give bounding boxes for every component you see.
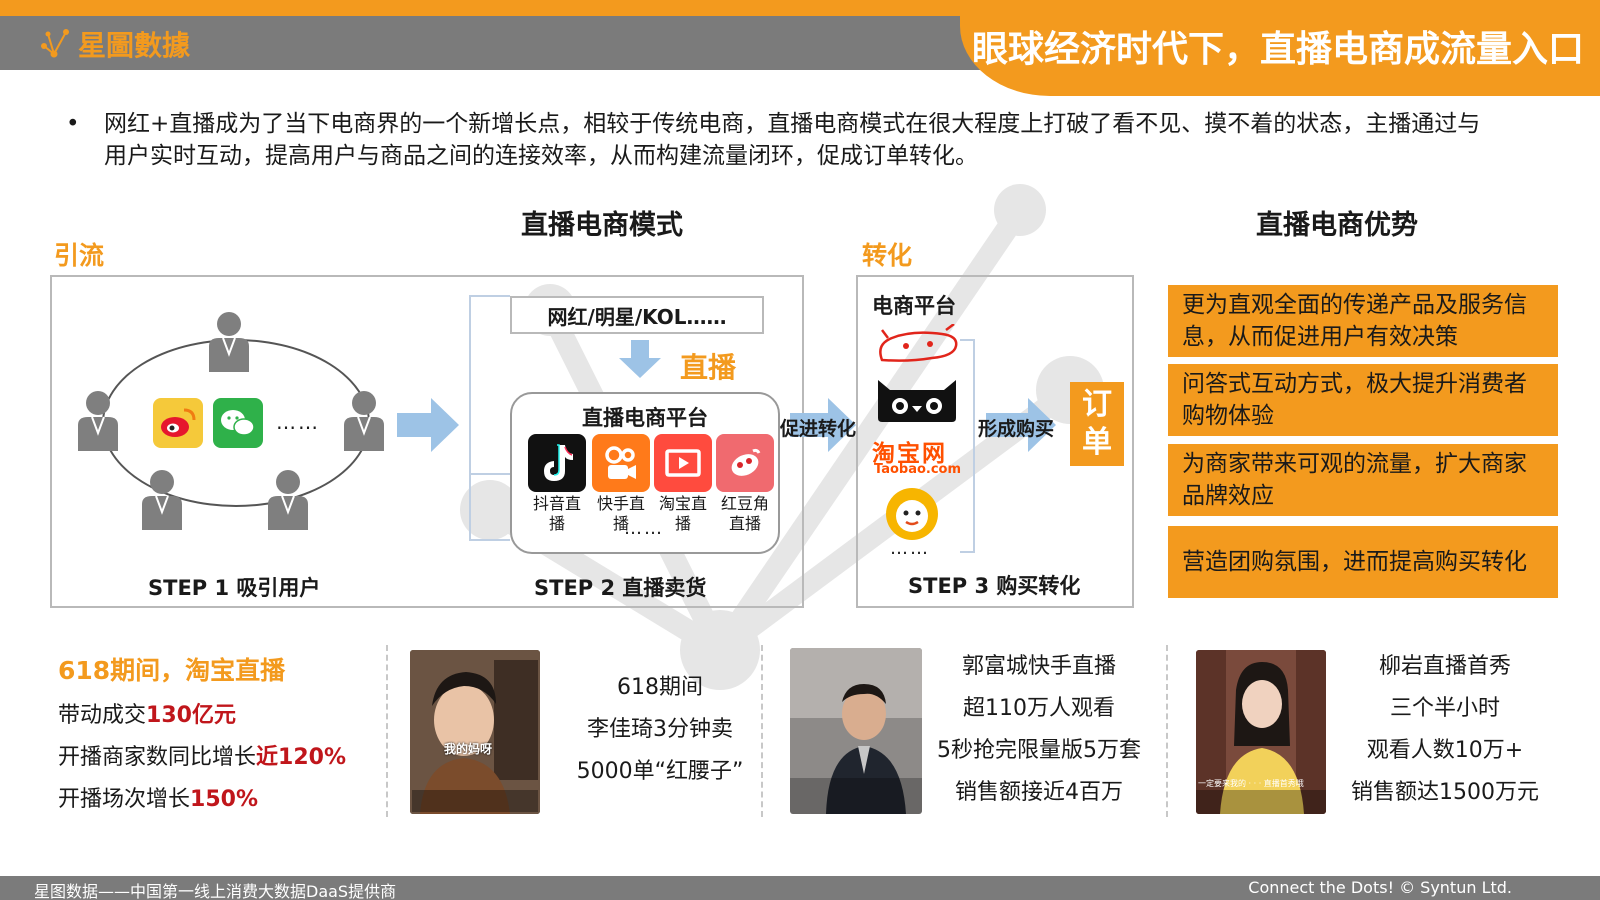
user-icon — [78, 391, 118, 451]
stat-highlight: 近120% — [256, 745, 346, 770]
stat-line: 开播场次增长150% — [58, 781, 258, 813]
footer-left-text: 星图数据——中国第一线上消费大数据DaaS提供商 — [34, 882, 397, 900]
model-box-right — [856, 275, 1134, 608]
douyin-icon — [528, 434, 586, 492]
user-icon — [344, 391, 384, 451]
stats-title: 618期间，淘宝直播 — [58, 656, 286, 685]
model-box-left — [50, 275, 804, 608]
platform-more-dots: …… — [624, 518, 664, 539]
kuaishou-icon — [592, 434, 650, 492]
divider — [1166, 645, 1168, 817]
stat-text: 开播商家数同比增长 — [58, 745, 257, 770]
case-photo-li-jiaqi: 我的妈呀 — [410, 650, 540, 814]
order-char: 订 — [1082, 387, 1112, 422]
user-icon — [209, 312, 249, 372]
stat-text: 开播场次增长 — [58, 787, 191, 812]
logo: 星圖數據 — [36, 24, 190, 64]
live-label: 直播 — [680, 351, 737, 384]
arrow-right-icon — [397, 398, 459, 452]
stat-line: 开播商家数同比增长近120% — [58, 739, 346, 771]
more-dots: …… — [276, 410, 320, 434]
footer: 星图数据——中国第一线上消费大数据DaaS提供商 Connect the Dot… — [0, 876, 1600, 900]
order-badge: 订 单 — [1070, 382, 1124, 466]
bracket-right — [960, 339, 975, 553]
case-line: 5000单“红腰子” — [576, 759, 744, 784]
case-line: 618期间 — [617, 675, 703, 700]
advantage-item: 为商家带来可观的流量，扩大商家品牌效应 — [1168, 444, 1558, 516]
case-photo-liu-yan: 一定要来我的 · · · 直播首秀哦 — [1196, 650, 1326, 814]
logo-text: 星圖數據 — [78, 29, 191, 62]
case-photo-guo-fucheng — [790, 648, 922, 814]
user-icon — [268, 470, 308, 530]
case-line: 李佳琦3分钟卖 — [587, 717, 733, 742]
promote-label: 促进转化 — [780, 418, 857, 440]
platform-title: 直播电商平台 — [582, 406, 708, 430]
case-line: 5秒抢完限量版5万套 — [937, 738, 1141, 763]
case-text: 柳岩直播首秀 三个半小时 观看人数10万+ 销售额达1500万元 — [1336, 646, 1554, 814]
case-line: 郭富城快手直播 — [961, 654, 1116, 679]
advantages-title: 直播电商优势 — [1256, 210, 1418, 241]
form-purchase-label: 形成购买 — [978, 418, 1055, 440]
taobao-logo-en: Taobao.com — [874, 462, 962, 477]
platform-name: 红豆角直播 — [720, 494, 769, 533]
hongdoujiao-icon — [716, 434, 774, 492]
constellation-icon — [41, 29, 69, 58]
photo-caption: 我的妈呀 — [444, 742, 493, 756]
arrow-right-icon — [986, 398, 1056, 452]
step2-label: STEP 2 直播卖货 — [534, 576, 707, 600]
intro-paragraph: • 网红+直播成为了当下电商界的一个新增长点，相较于传统电商，直播电商模式在很大… — [66, 108, 1496, 172]
case-line: 销售额接近4百万 — [955, 780, 1123, 805]
advantage-item: 问答式互动方式，极大提升消费者购物体验 — [1168, 364, 1558, 436]
case-line: 观看人数10万+ — [1366, 738, 1524, 763]
step1-label: STEP 1 吸引用户 — [148, 576, 321, 600]
wechat-icon — [213, 398, 263, 448]
advantage-item: 更为直观全面的传递产品及服务信息，从而促进用户有效决策 — [1168, 285, 1558, 357]
jd-icon — [879, 324, 958, 362]
footer-right-text: Connect the Dots! © Syntun Ltd. — [1248, 878, 1512, 897]
livestream-host-image — [790, 648, 922, 814]
page-title: 眼球经济时代下，直播电商成流量入口 — [971, 29, 1584, 70]
divider — [761, 645, 763, 817]
photo-caption: 一定要来我的 · · · 直播首秀哦 — [1198, 779, 1304, 788]
stat-highlight: 150% — [190, 787, 258, 812]
stat-highlight: 130亿元 — [146, 703, 236, 728]
label-conversion: 转化 — [862, 241, 913, 270]
platform-name: 抖音直播 — [532, 494, 581, 533]
intro-text: 网红+直播成为了当下电商界的一个新增长点，相较于传统电商，直播电商模式在很大程度… — [104, 111, 1481, 169]
weibo-icon — [153, 398, 203, 448]
stat-text: 带动成交 — [58, 703, 147, 728]
label-traffic: 引流 — [54, 241, 105, 270]
ecommerce-more-dots: …… — [890, 538, 930, 559]
model-title: 直播电商模式 — [521, 210, 683, 241]
step3-label: STEP 3 购买转化 — [908, 574, 1081, 598]
case-line: 销售额达1500万元 — [1351, 780, 1539, 805]
case-text: 618期间 李佳琦3分钟卖 5000单“红腰子” — [562, 667, 758, 793]
case-text: 郭富城快手直播 超110万人观看 5秒抢完限量版5万套 销售额接近4百万 — [930, 646, 1148, 814]
user-icon — [142, 470, 182, 530]
live-platform-box: 直播电商平台 抖音直播 快手直播 淘宝直播 红豆角直播 …… — [510, 392, 780, 554]
bracket-line — [469, 295, 510, 541]
suning-icon — [886, 488, 938, 540]
taobao-live-icon — [654, 434, 712, 492]
arrow-down-icon — [619, 340, 661, 378]
header-title-panel — [960, 0, 1600, 96]
kol-box: 网红/明星/KOL…… — [510, 296, 764, 334]
advantage-item: 营造团购氛围，进而提高购买转化 — [1168, 526, 1558, 598]
divider — [386, 645, 388, 817]
tmall-icon — [878, 380, 956, 422]
case-line: 三个半小时 — [1389, 696, 1500, 721]
bullet: • — [66, 111, 80, 137]
platform-name: 快手直播 — [596, 494, 645, 533]
livestream-host-image — [410, 650, 540, 814]
taobao-logo-text: 淘宝网 — [872, 441, 947, 467]
order-char: 单 — [1082, 425, 1112, 460]
arrow-right-icon — [790, 398, 856, 452]
platform-name: 淘宝直播 — [658, 494, 707, 533]
ecommerce-title: 电商平台 — [872, 294, 956, 318]
case-line: 柳岩直播首秀 — [1378, 654, 1511, 679]
case-line: 超110万人观看 — [963, 696, 1115, 721]
stat-line: 带动成交130亿元 — [58, 697, 236, 729]
livestream-host-image — [1196, 650, 1326, 814]
